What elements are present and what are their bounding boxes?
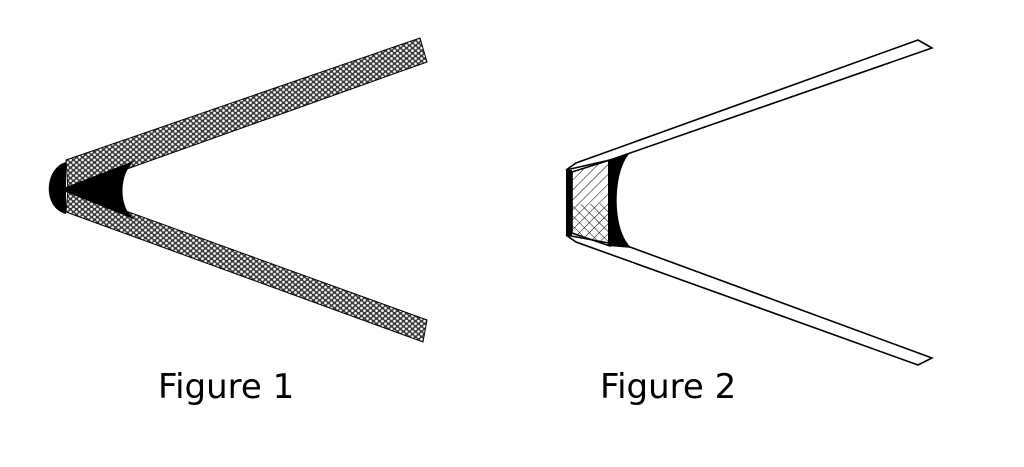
- figure-1-lower-strip: [65, 189, 428, 343]
- figure-1-black-wedge: [66, 160, 136, 220]
- figure-2-upper-strip: [565, 39, 934, 171]
- figure-2-black-edge: [566, 170, 572, 236]
- figure-2-lower-strip: [565, 234, 935, 366]
- figure-2-drawing: [565, 39, 935, 366]
- figure-2-caption: Figure 2: [600, 367, 737, 407]
- figure-2-black-crescent: [608, 153, 632, 248]
- figure-2-hatched-block-lower: [572, 203, 610, 246]
- figure-1-drawing: [48, 37, 428, 343]
- figure-1-black-tip: [48, 162, 66, 214]
- figure-1-upper-strip: [65, 37, 428, 191]
- figure-1-caption: Figure 1: [158, 367, 295, 407]
